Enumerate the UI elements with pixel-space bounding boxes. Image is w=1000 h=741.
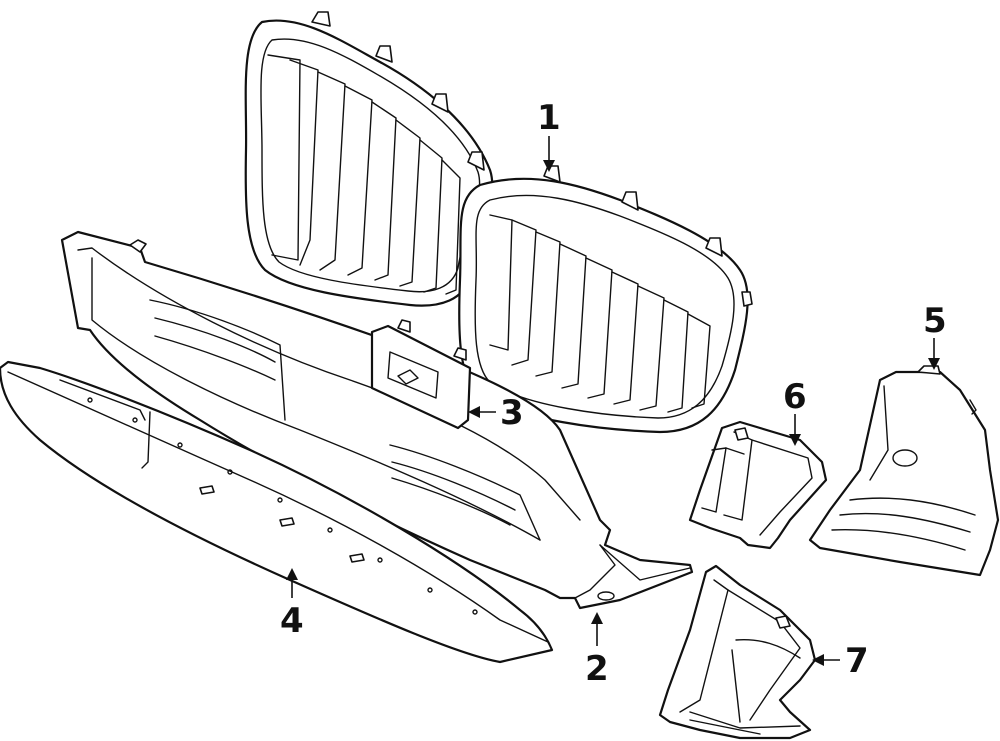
callout-5: 5	[923, 301, 947, 370]
lower-trim-part	[0, 360, 554, 664]
callout-6: 6	[783, 377, 807, 446]
callout-label-1: 1	[537, 98, 561, 138]
callout-7: 7	[812, 641, 869, 681]
bracket-part	[370, 319, 472, 430]
side-duct-housing-part	[808, 365, 1000, 577]
callout-label-4: 4	[280, 601, 304, 641]
callout-label-2: 2	[585, 649, 609, 689]
callout-4: 4	[280, 568, 304, 641]
air-guide-upper-part	[688, 420, 828, 550]
grille-carrier-part	[60, 230, 694, 610]
callout-label-7: 7	[845, 641, 869, 681]
callout-3: 3	[468, 393, 524, 433]
air-guide-lower-part	[658, 564, 817, 740]
kidney-grille-part	[244, 11, 753, 434]
callout-label-3: 3	[500, 393, 524, 433]
callout-label-6: 6	[783, 377, 807, 417]
callout-2: 2	[585, 612, 609, 689]
callout-label-5: 5	[923, 301, 947, 341]
callout-1: 1	[537, 98, 561, 172]
